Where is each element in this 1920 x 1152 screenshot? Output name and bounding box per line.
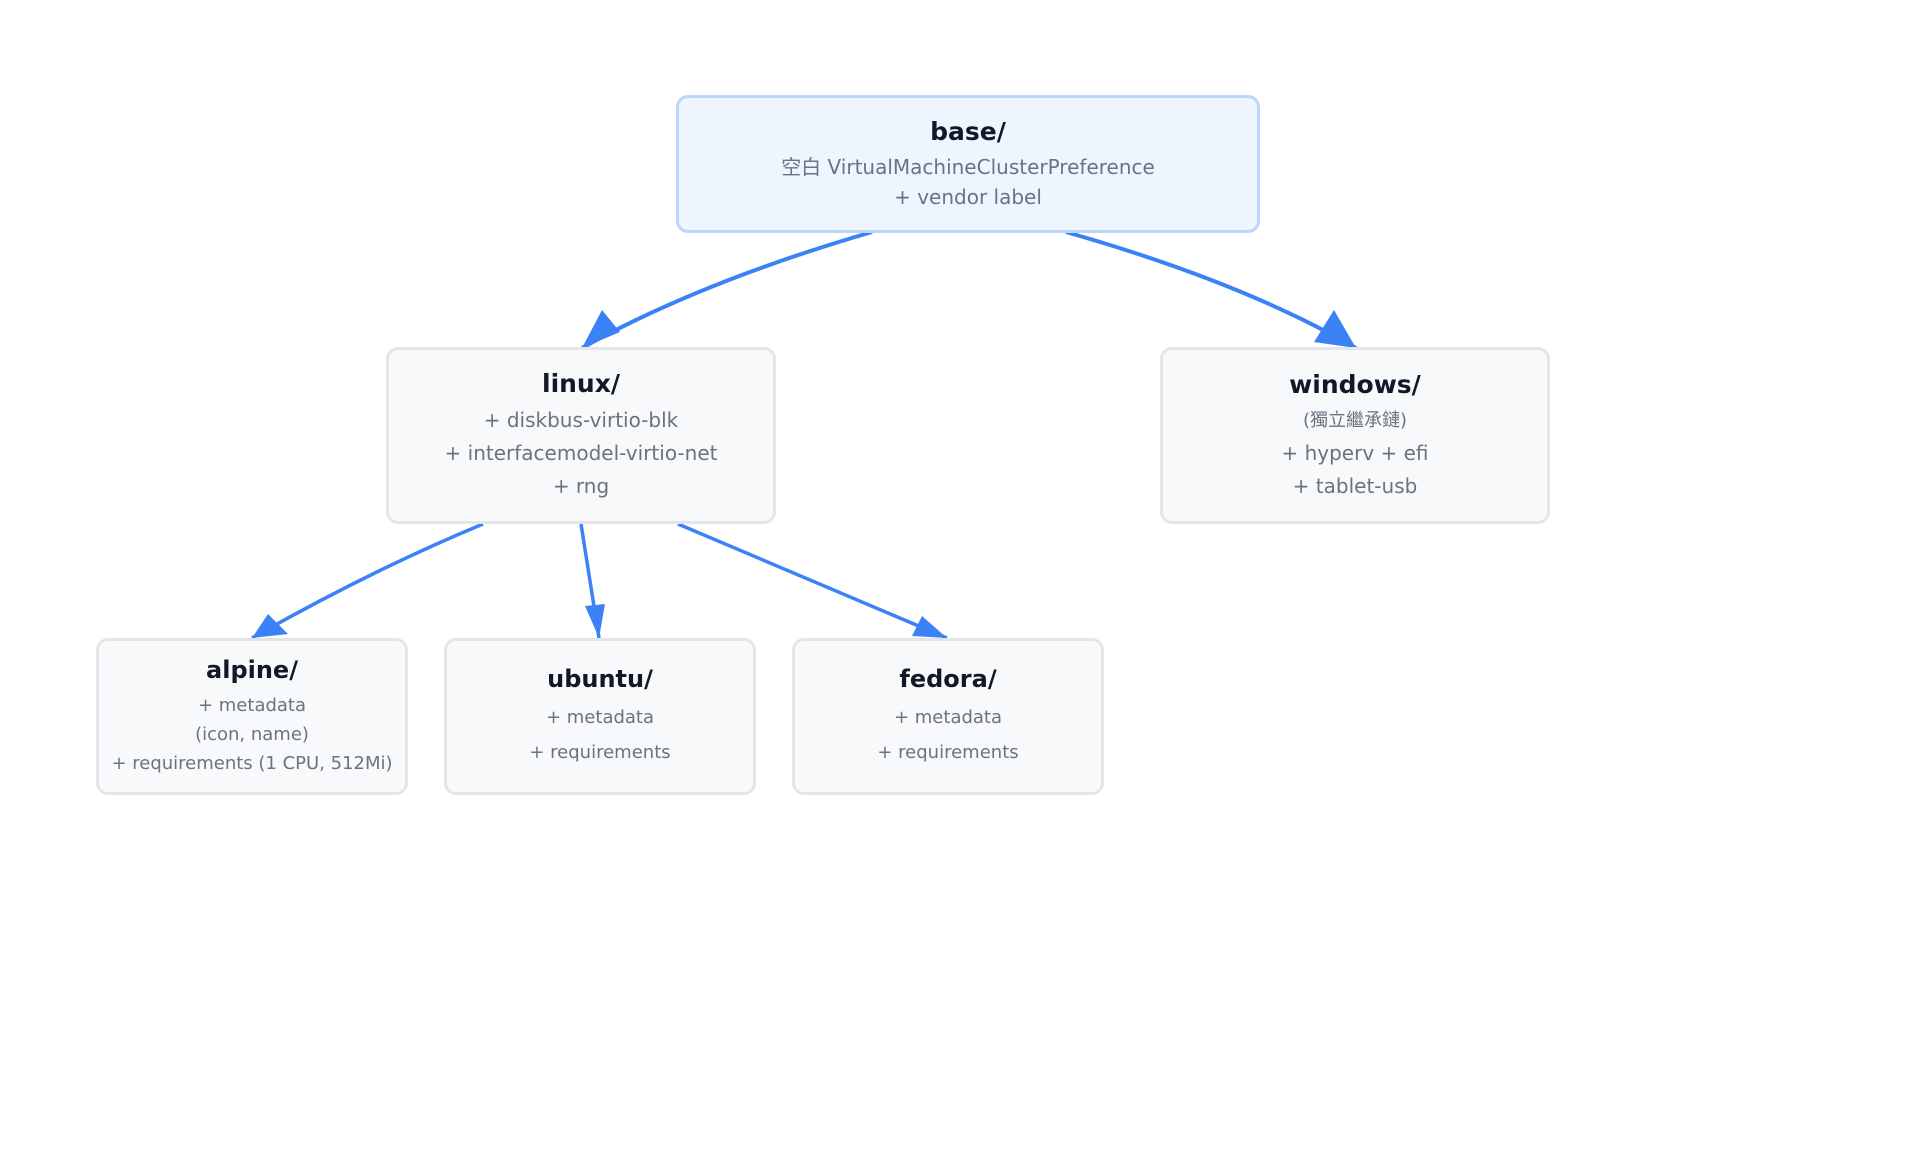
- node-windows: windows/ (獨立繼承鏈) + hyperv + efi + tablet…: [1160, 347, 1550, 524]
- node-alpine-line-2: (icon, name): [195, 724, 309, 745]
- node-windows-line-2: + hyperv + efi: [1281, 440, 1429, 465]
- node-base-line-1: 空白 VirtualMachineClusterPreference: [781, 155, 1155, 179]
- node-alpine-title: alpine/: [206, 656, 298, 684]
- node-linux-line-2: + interfacemodel-virtio-net: [444, 441, 718, 465]
- edge-base-linux: [581, 230, 873, 350]
- arrowhead-linux-ubuntu: [585, 604, 605, 638]
- node-fedora-line-2: + requirements: [877, 741, 1019, 763]
- node-alpine-line-3: + requirements (1 CPU, 512Mi): [111, 753, 393, 774]
- node-linux-line-1: + diskbus-virtio-blk: [483, 408, 679, 432]
- node-windows-title: windows/: [1289, 369, 1421, 399]
- arrowhead-linux-alpine: [252, 614, 288, 638]
- node-windows-line-1: (獨立繼承鏈): [1302, 409, 1408, 431]
- node-alpine: alpine/ + metadata (icon, name) + requir…: [96, 638, 408, 795]
- edge-linux-fedora: [677, 522, 948, 640]
- arrowhead-linux-fedora: [912, 616, 947, 638]
- node-base-line-2: + vendor label: [894, 185, 1042, 209]
- node-linux-title: linux/: [542, 369, 620, 398]
- edge-linux-alpine: [251, 522, 484, 640]
- arrowhead-base-windows: [1314, 310, 1356, 348]
- node-base-title: base/: [930, 117, 1006, 146]
- arrowhead-base-linux: [582, 310, 620, 348]
- node-linux: linux/ + diskbus-virtio-blk + interfacem…: [386, 347, 776, 524]
- node-ubuntu-line-2: + requirements: [529, 741, 671, 763]
- node-ubuntu: ubuntu/ + metadata + requirements: [444, 638, 756, 795]
- node-ubuntu-line-1: + metadata: [545, 706, 655, 728]
- node-linux-line-3: + rng: [552, 474, 610, 498]
- edge-base-windows: [1065, 230, 1358, 350]
- node-ubuntu-title: ubuntu/: [547, 664, 653, 693]
- node-fedora-title: fedora/: [899, 664, 997, 693]
- node-fedora-line-1: + metadata: [893, 706, 1003, 728]
- node-alpine-line-1: + metadata: [197, 695, 307, 716]
- node-base: base/ 空白 VirtualMachineClusterPreference…: [676, 95, 1260, 233]
- node-windows-line-3: + tablet-usb: [1292, 473, 1418, 498]
- node-fedora: fedora/ + metadata + requirements: [792, 638, 1104, 795]
